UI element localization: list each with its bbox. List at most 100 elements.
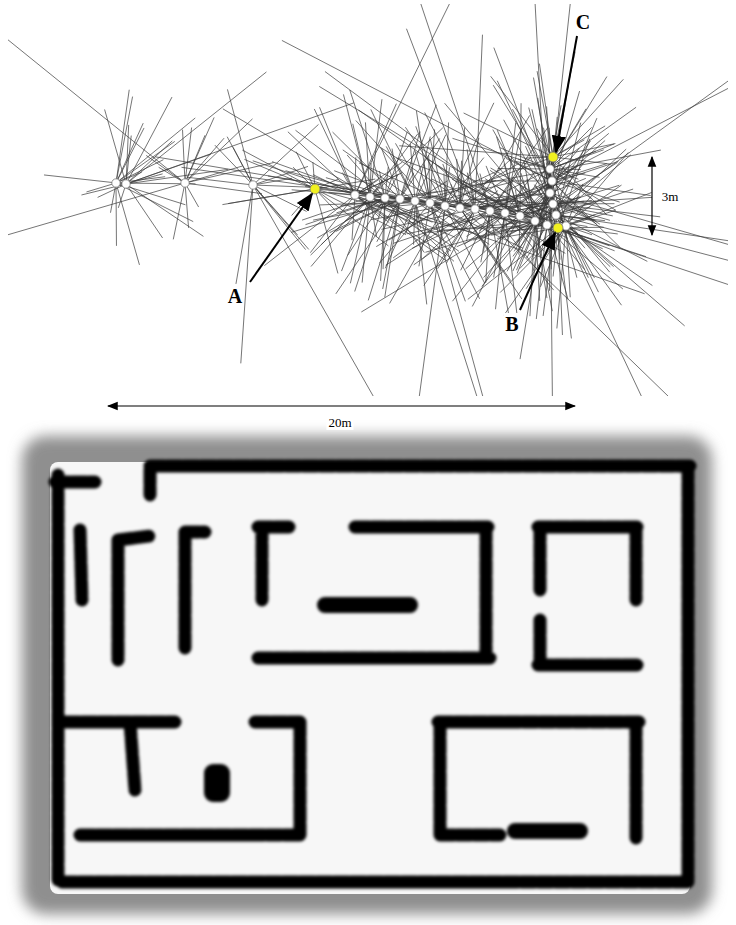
sensor-ray bbox=[314, 109, 355, 195]
sensor-ray bbox=[535, 46, 728, 221]
sensor-ray bbox=[159, 167, 185, 183]
sensor-ray bbox=[553, 79, 623, 157]
leader-arrow bbox=[250, 194, 312, 282]
sensor-ray bbox=[491, 76, 553, 157]
sensor-ray bbox=[405, 127, 460, 208]
sensor-ray bbox=[380, 147, 475, 209]
sensor-ray bbox=[552, 181, 577, 278]
key-pose bbox=[548, 152, 558, 162]
dimension-label: 20m bbox=[326, 416, 353, 430]
sensor-ray bbox=[8, 24, 185, 183]
sensor-ray bbox=[288, 132, 355, 195]
dimension-arrows bbox=[108, 157, 652, 406]
sensor-ray bbox=[500, 148, 550, 169]
sensor-ray bbox=[485, 157, 553, 182]
sensor-ray bbox=[424, 165, 430, 203]
pose bbox=[381, 194, 389, 202]
sensor-ray bbox=[520, 228, 558, 269]
sensor-ray bbox=[553, 157, 607, 215]
sensor-ray bbox=[497, 228, 558, 238]
sensor-ray bbox=[185, 117, 214, 183]
sensor-ray bbox=[460, 127, 465, 208]
sensor-ray bbox=[550, 169, 581, 170]
sensor-ray bbox=[381, 198, 385, 281]
sensor-ray bbox=[424, 209, 475, 286]
map-halo bbox=[22, 436, 712, 914]
key-pose bbox=[310, 184, 320, 194]
wall bbox=[325, 605, 580, 831]
sensor-ray bbox=[550, 193, 600, 224]
sensor-ray bbox=[348, 198, 385, 255]
sensor-ray bbox=[336, 199, 400, 294]
sensor-ray bbox=[253, 185, 379, 396]
pose bbox=[501, 209, 509, 217]
pose bbox=[531, 217, 539, 225]
sensor-ray bbox=[558, 228, 571, 338]
sensor-ray bbox=[556, 215, 656, 396]
sensor-ray bbox=[8, 183, 185, 241]
sensor-ray bbox=[385, 201, 415, 268]
sensor-ray bbox=[498, 168, 550, 169]
sensor-ray bbox=[227, 137, 253, 185]
sensor-ray bbox=[355, 198, 385, 292]
sensor-ray bbox=[550, 169, 591, 198]
sensor-ray bbox=[539, 64, 553, 157]
sensor-ray bbox=[550, 77, 607, 169]
pose bbox=[411, 197, 419, 205]
sensor-ray bbox=[510, 156, 550, 193]
sensor-ray bbox=[553, 204, 613, 216]
pose bbox=[516, 212, 524, 220]
sensor-ray bbox=[558, 228, 646, 257]
sensor-ray bbox=[185, 119, 253, 183]
sensor-ray bbox=[380, 203, 430, 263]
pose bbox=[486, 207, 494, 215]
sensor-ray bbox=[173, 183, 185, 239]
sensor-ray bbox=[282, 40, 552, 181]
obstacle bbox=[204, 764, 230, 802]
sensor-ray bbox=[464, 113, 553, 157]
sensor-ray bbox=[116, 183, 117, 246]
sensor-ray bbox=[537, 71, 553, 157]
pose bbox=[112, 179, 120, 187]
sensor-ray bbox=[416, 206, 445, 217]
leader-arrow bbox=[520, 233, 555, 310]
sensor-ray bbox=[422, 209, 475, 259]
sensor-ray bbox=[126, 184, 163, 238]
sensor-ray bbox=[215, 145, 253, 185]
sensor-ray bbox=[553, 157, 611, 164]
sensor-ray bbox=[558, 228, 562, 335]
sensor-ray bbox=[343, 94, 370, 197]
pose bbox=[441, 202, 449, 210]
dimension-label: 3m bbox=[660, 190, 681, 204]
pose bbox=[366, 193, 374, 201]
sensor-ray bbox=[185, 163, 274, 183]
sensor-ray bbox=[116, 183, 139, 265]
sensor-ray bbox=[313, 201, 415, 220]
callout-arrows bbox=[250, 36, 577, 310]
pose bbox=[546, 165, 554, 173]
sensor-ray bbox=[370, 134, 418, 197]
sensor-ray bbox=[116, 97, 133, 183]
sensor-ray bbox=[185, 128, 192, 183]
pose bbox=[181, 179, 189, 187]
sensor-ray bbox=[383, 199, 400, 289]
sensor-ray bbox=[399, 146, 553, 157]
dimension-line bbox=[651, 157, 652, 235]
sensor-ray bbox=[552, 181, 651, 196]
map-walls bbox=[55, 466, 690, 882]
pose bbox=[552, 211, 560, 219]
sensor-ray bbox=[441, 206, 445, 243]
sensor-ray bbox=[98, 184, 126, 197]
sensor-ray bbox=[550, 150, 604, 169]
sensor-ray bbox=[550, 169, 600, 177]
pose bbox=[426, 199, 434, 207]
leader-arrow bbox=[556, 36, 577, 152]
pose bbox=[351, 191, 359, 199]
point-label: A bbox=[226, 285, 244, 307]
pose bbox=[546, 189, 554, 197]
sensor-ray bbox=[494, 48, 553, 204]
pose bbox=[543, 221, 551, 229]
sensor-ray bbox=[553, 144, 615, 157]
sensor-ray bbox=[183, 130, 185, 183]
sensor-ray bbox=[126, 184, 203, 236]
